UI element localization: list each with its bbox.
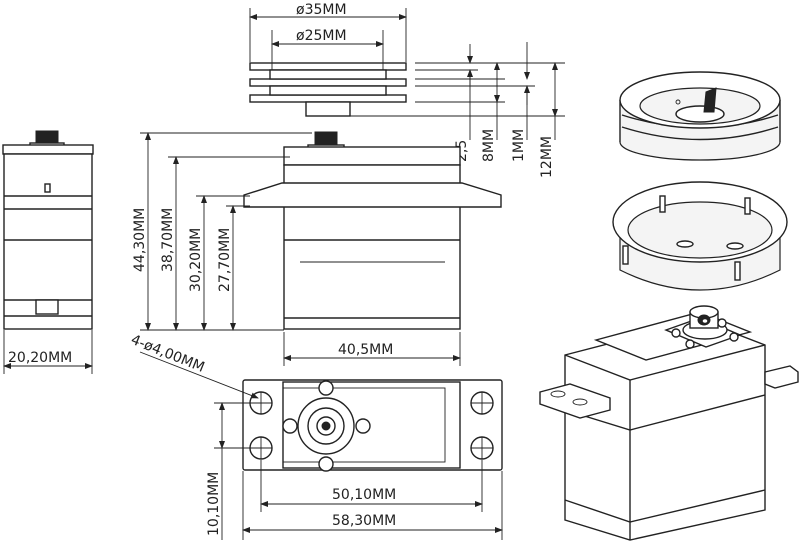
label-inner-diameter: ø25MM: [296, 28, 347, 44]
pulley-isometric: [619, 71, 781, 161]
servo-side-view: [2, 130, 94, 330]
dimension-outer-diameter: ø35MM: [249, 2, 407, 62]
label-overall-length: 58,30MM: [332, 513, 396, 529]
dimension-width: 40,5MM: [283, 332, 461, 366]
label-height-38-70: 38,70MM: [160, 208, 176, 272]
servo-isometric: [539, 305, 799, 541]
dimension-hole-pitch-horizontal: 50,10MM: [260, 460, 483, 512]
label-mount-holes: 4-ø4,00MM: [129, 332, 207, 376]
label-width: 40,5MM: [338, 342, 393, 358]
label-groove-12: 12MM: [539, 136, 555, 178]
label-groove-1: 1MM: [511, 129, 527, 162]
servo-top-view: [242, 379, 503, 472]
label-hole-pitch-vertical: 10,10MM: [206, 472, 222, 536]
dimension-pulley-grooves: 2,5 8MM 1MM 12MM: [350, 42, 565, 178]
label-groove-8: 8MM: [481, 129, 497, 162]
dimension-inner-diameter: ø25MM: [271, 28, 384, 70]
dimension-depth: 20,20MM: [3, 330, 93, 374]
pulley-side-view: [249, 62, 407, 117]
servo-front-view: [243, 131, 502, 330]
label-depth: 20,20MM: [8, 350, 72, 366]
dimension-heights: 44,30MM 38,70MM 30,20MM 27,70MM: [132, 132, 312, 331]
label-outer-diameter: ø35MM: [296, 2, 347, 18]
dimension-overall-length: 58,30MM: [242, 471, 503, 540]
dimension-hole-pitch-vertical: 10,10MM: [206, 402, 250, 540]
label-height-27-70: 27,70MM: [217, 228, 233, 292]
label-hole-pitch-horizontal: 50,10MM: [332, 487, 396, 503]
label-height-44-30: 44,30MM: [132, 208, 148, 272]
cup-isometric: [612, 181, 788, 291]
label-height-30-20: 30,20MM: [188, 228, 204, 292]
dimension-mount-holes: 4-ø4,00MM: [129, 332, 259, 399]
